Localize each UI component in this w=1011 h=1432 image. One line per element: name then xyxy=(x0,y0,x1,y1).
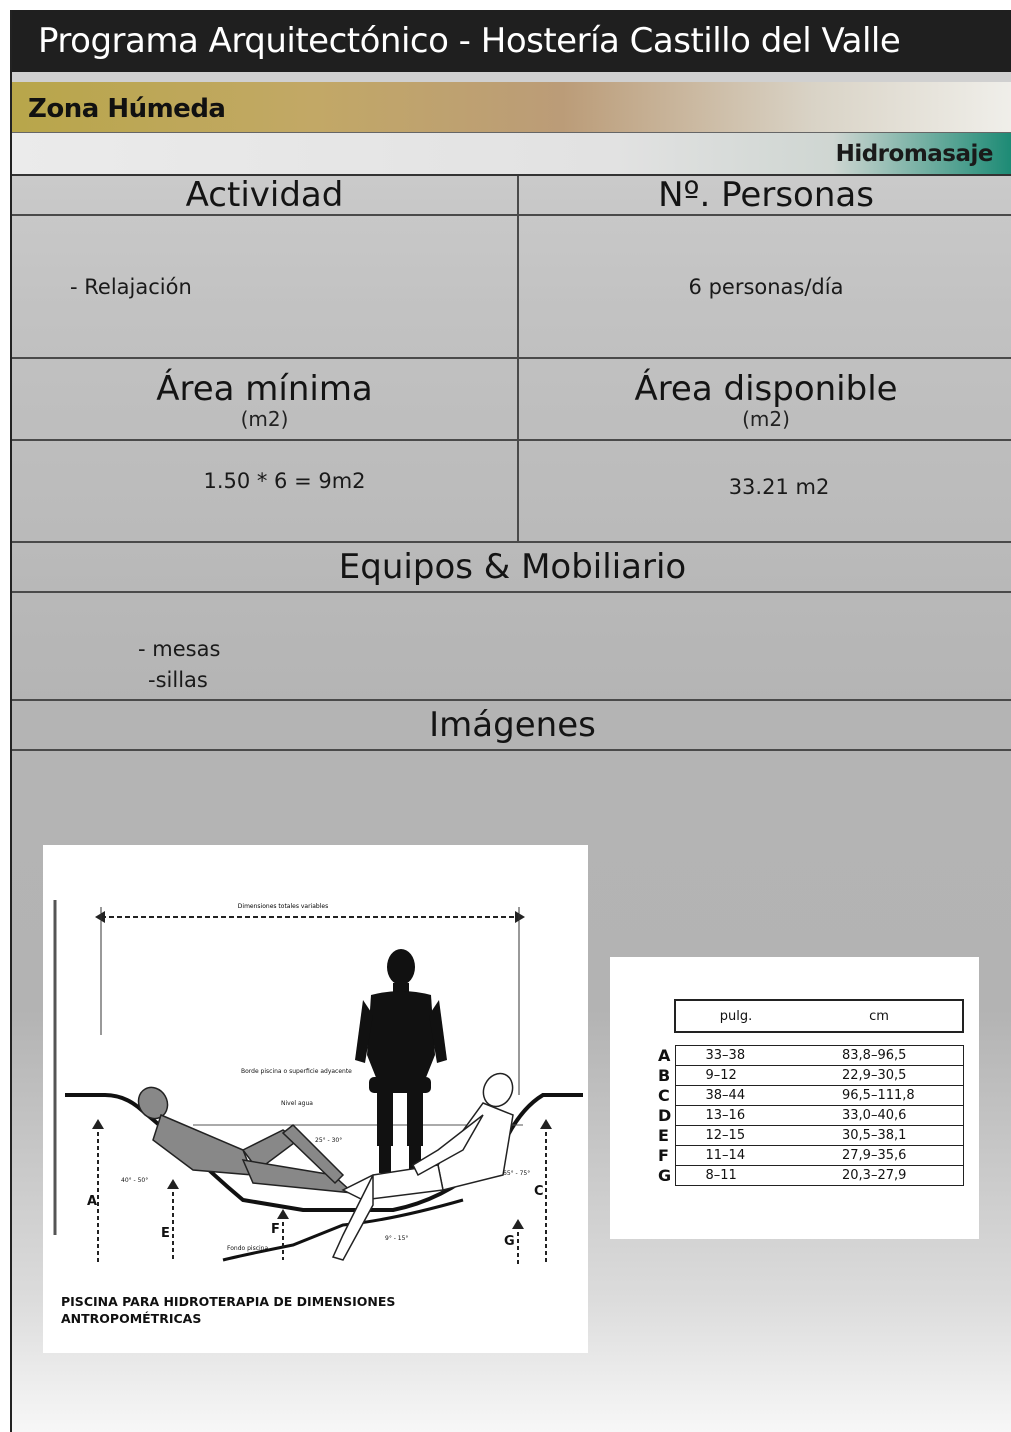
row-cm: 27,9–35,6 xyxy=(796,1145,964,1166)
zone-heading: Zona Húmeda xyxy=(12,82,1011,132)
caption-line: ANTROPOMÉTRICAS xyxy=(61,1311,202,1326)
dimension-letter: F xyxy=(271,1222,280,1237)
area-minima-title: Área mínima xyxy=(156,369,373,409)
area-disponible-unit: (m2) xyxy=(742,407,790,431)
equipos-list: - mesas -sillas xyxy=(138,634,220,696)
grid-line xyxy=(12,214,1011,216)
grid-line xyxy=(12,591,1011,593)
grid-line xyxy=(12,749,1011,751)
area-minima-value: 1.50 * 6 = 9m2 xyxy=(203,469,366,493)
pool-diagram: Dimensiones totales variables xyxy=(53,900,583,1265)
row-cm: 96,5–111,8 xyxy=(796,1085,964,1106)
caption-line: PISCINA PARA HIDROTERAPIA DE DIMENSIONES xyxy=(61,1294,396,1309)
area-disponible-value: 33.21 m2 xyxy=(728,475,830,499)
diagram-label: 65° - 75° xyxy=(503,1170,530,1177)
row-cm: 30,5–38,1 xyxy=(796,1125,964,1146)
row-cm: 33,0–40,6 xyxy=(796,1105,964,1126)
personas-value: 6 personas/día xyxy=(688,274,844,299)
row-pulg: 13–16 xyxy=(674,1105,796,1126)
diagram-label: 25° - 30° xyxy=(315,1137,342,1144)
row-letter: A xyxy=(658,1045,671,1065)
standing-figure-icon xyxy=(355,949,447,1173)
equipos-header: Equipos & Mobiliario xyxy=(338,547,687,587)
actividad-header: Actividad xyxy=(185,175,344,215)
area-minima-header: Área mínima (m2) xyxy=(12,359,517,439)
row-letter: B xyxy=(658,1065,671,1085)
row-pulg: 38–44 xyxy=(674,1085,796,1106)
row-pulg: 11–14 xyxy=(674,1145,796,1166)
row-letter: G xyxy=(658,1165,672,1185)
diagram-label: 40° - 50° xyxy=(121,1177,148,1184)
imagenes-header: Imágenes xyxy=(429,705,596,745)
document-sheet: Programa Arquitectónico - Hostería Casti… xyxy=(10,10,1011,1432)
column-header: pulg. xyxy=(674,999,796,1033)
actividad-value: - Relajación xyxy=(70,274,192,299)
row-pulg: 8–11 xyxy=(674,1165,796,1186)
pool-diagram-figure: Dimensiones totales variables xyxy=(43,845,588,1353)
row-letter: E xyxy=(658,1125,669,1145)
section-bar: Hidromasaje xyxy=(12,132,1011,176)
row-letter: F xyxy=(658,1145,669,1165)
column-header: cm xyxy=(796,999,964,1033)
diagram-label: 9° - 15° xyxy=(385,1235,408,1242)
dimension-letter: C xyxy=(534,1184,544,1199)
row-pulg: 12–15 xyxy=(674,1125,796,1146)
row-cm: 22,9–30,5 xyxy=(796,1065,964,1086)
row-letter: C xyxy=(658,1085,670,1105)
diagram-label: Nivel agua xyxy=(281,1100,313,1107)
row-pulg: 33–38 xyxy=(674,1045,796,1066)
row-letter: D xyxy=(658,1105,672,1125)
section-label: Hidromasaje xyxy=(835,141,994,167)
grid-line xyxy=(12,541,1011,543)
diagram-label: Borde piscina o superficie adyacente xyxy=(241,1068,352,1075)
row-cm: 83,8–96,5 xyxy=(796,1045,964,1066)
grid-line xyxy=(12,439,1011,441)
personas-header: Nº. Personas xyxy=(658,175,874,215)
grid-line xyxy=(12,699,1011,701)
area-disponible-title: Área disponible xyxy=(634,369,898,409)
grid-line xyxy=(12,357,1011,359)
column-divider xyxy=(517,176,519,541)
dimension-letter: G xyxy=(504,1234,515,1249)
diagram-label: Dimensiones totales variables xyxy=(238,903,328,910)
dimension-letter: A xyxy=(87,1194,97,1209)
list-item: -sillas xyxy=(148,668,208,692)
row-cm: 20,3–27,9 xyxy=(796,1165,964,1186)
dimension-letter: E xyxy=(161,1226,170,1241)
diagram-label: Fondo piscina xyxy=(227,1245,268,1252)
area-disponible-header: Área disponible (m2) xyxy=(519,359,1011,439)
row-pulg: 9–12 xyxy=(674,1065,796,1086)
reclining-figure-left-icon xyxy=(137,1086,356,1194)
reclining-figure-right-icon xyxy=(331,1072,514,1261)
list-item: - mesas xyxy=(138,637,221,661)
page-title: Programa Arquitectónico - Hostería Casti… xyxy=(12,10,1011,72)
figure-caption: PISCINA PARA HIDROTERAPIA DE DIMENSIONES… xyxy=(61,1293,395,1327)
area-minima-unit: (m2) xyxy=(240,407,289,431)
